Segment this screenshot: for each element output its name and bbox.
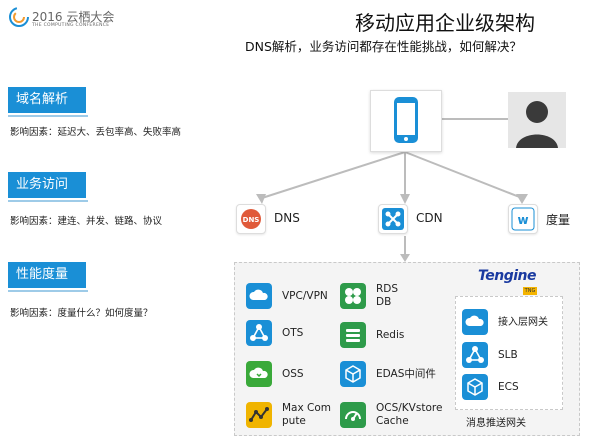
section-tag-dns: 域名解析 [8, 87, 88, 117]
cube-icon [340, 361, 366, 387]
section-desc-access: 影响因素：建连、并发、链路、协议 [10, 216, 163, 227]
cdn-icon [378, 204, 408, 234]
conference-year: 2016 云栖大会 [32, 10, 115, 24]
section-tag-metric: 性能度量 [8, 262, 88, 292]
logo-icon [9, 7, 29, 27]
service-ots-label: OTS [282, 327, 304, 339]
gateway-access-label: 接入层网关 [498, 317, 548, 328]
node-cdn-label: CDN [416, 211, 443, 225]
page-title: 移动应用企业级架构 [355, 11, 535, 35]
service-vpc-label: VPC/VPN [282, 290, 328, 302]
user-icon [508, 92, 566, 148]
cloud-sync-icon [246, 361, 272, 387]
conference-subtitle: THE COMPUTING CONFERENCE [32, 23, 110, 28]
svg-text:w: w [517, 213, 528, 227]
service-maxcompute-label: Max Com pute [282, 402, 332, 427]
database-icon [340, 283, 366, 309]
dns-icon: DNS [236, 204, 266, 234]
cloud-icon [462, 309, 488, 335]
share-icon [246, 320, 272, 346]
service-edas-label: EDAS中间件 [376, 368, 436, 380]
phone-icon [394, 97, 418, 143]
service-ocs-label: OCS/KVstore Cache [376, 402, 443, 427]
svg-text:DNS: DNS [243, 216, 260, 224]
page-subtitle: DNS解析，业务访问都存在性能挑战，如何解决？ [245, 39, 522, 54]
tengine-logo: Tengine [478, 268, 537, 284]
gateway-slb-label: SLB [498, 349, 518, 361]
service-oss-label: OSS [282, 368, 304, 380]
cloud-icon [246, 283, 272, 309]
node-metric-label: 度量 [546, 213, 571, 227]
service-rds-label: RDS DB [376, 283, 399, 308]
service-redis-label: Redis [376, 329, 405, 341]
node-dns-label: DNS [274, 211, 300, 225]
mobile-app-box [370, 90, 442, 152]
share-icon [462, 342, 488, 368]
gateway-ecs-label: ECS [498, 381, 519, 393]
user-avatar [508, 92, 566, 148]
metric-icon: w [508, 204, 538, 234]
stack-icon [340, 322, 366, 348]
section-desc-dns: 影响因素：延迟大、丢包率高、失败率高 [10, 127, 182, 138]
section-tag-access: 业务访问 [8, 172, 88, 202]
conference-logo: 2016 云栖大会 THE COMPUTING CONFERENCE [8, 6, 158, 36]
tengine-badge: TNG [523, 287, 537, 295]
cube-icon [462, 374, 488, 400]
push-gateway-label: 消息推送网关 [466, 418, 526, 429]
chart-icon [246, 402, 272, 428]
section-desc-metric: 影响因素：度量什么？如何度量？ [10, 308, 153, 319]
gauge-icon [340, 402, 366, 428]
